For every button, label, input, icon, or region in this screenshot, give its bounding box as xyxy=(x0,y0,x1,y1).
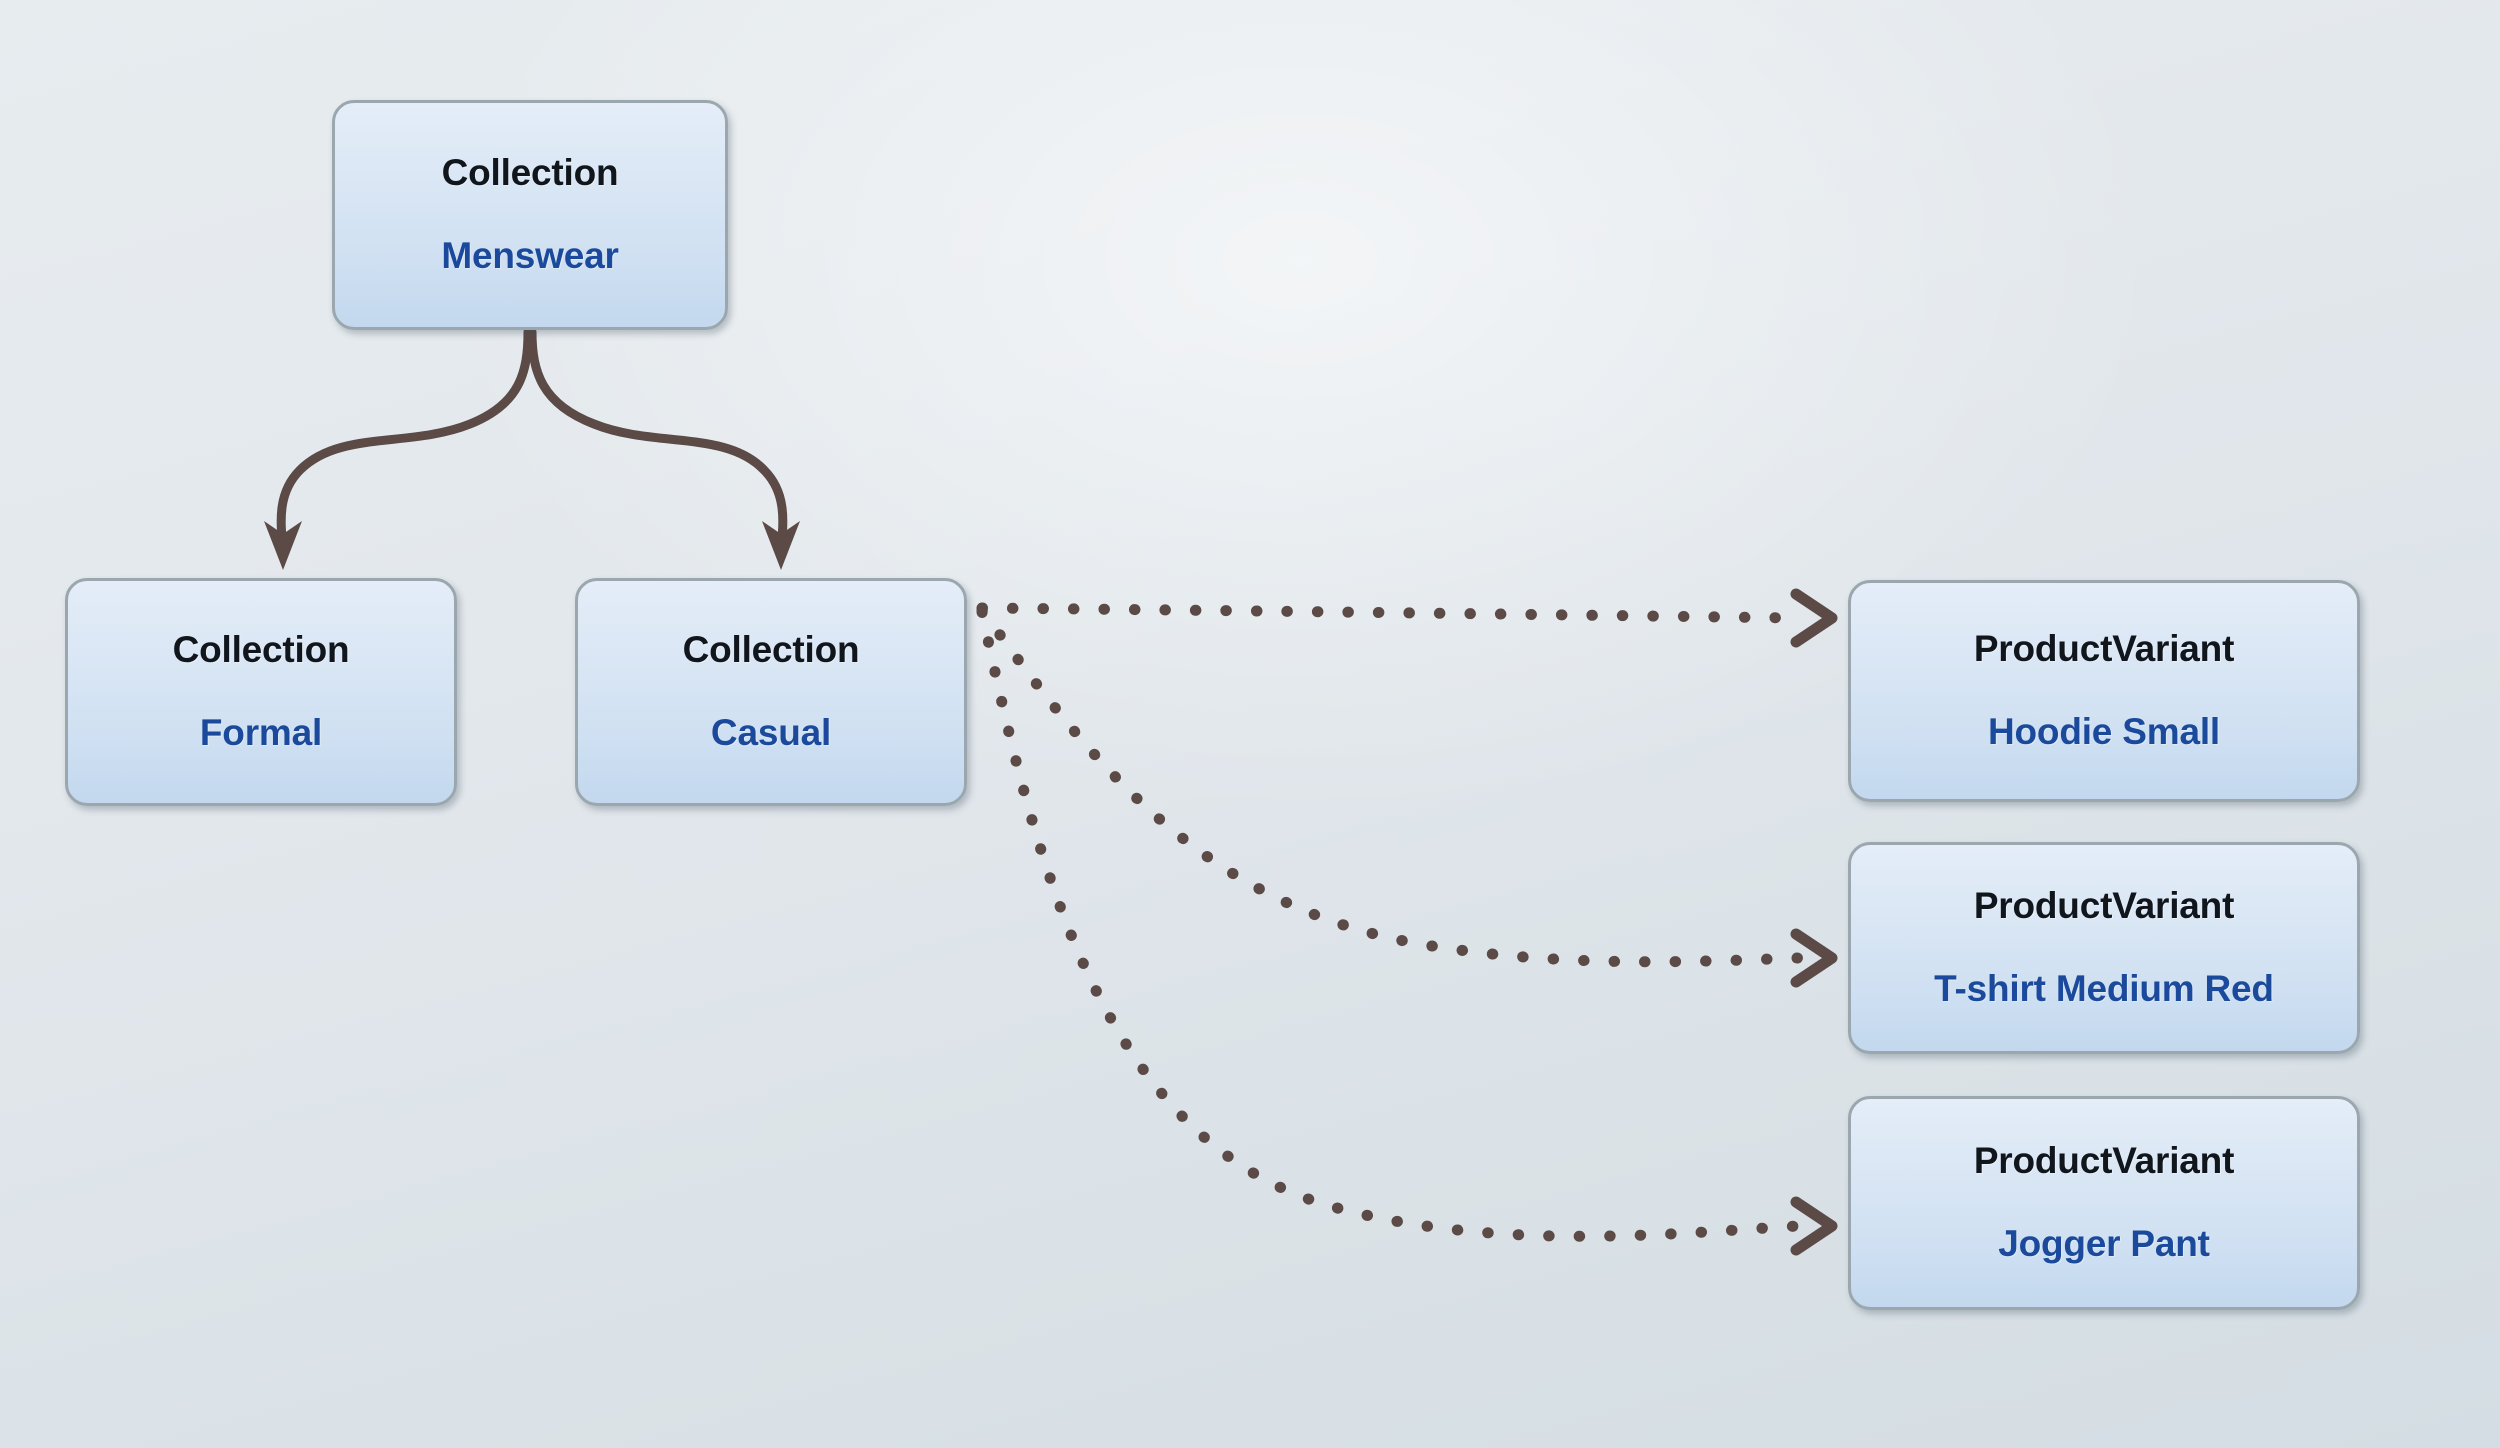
edge-casual-to-tshirt xyxy=(976,604,1838,988)
node-value-label: Menswear xyxy=(441,235,619,276)
node-type-label: Collection xyxy=(441,152,619,194)
node-productvariant-hoodie-small[interactable]: ProductVariant Hoodie Small xyxy=(1848,580,2360,802)
node-value-label: T-shirt Medium Red xyxy=(1934,968,2274,1009)
arrowhead-chevron xyxy=(1790,928,1838,988)
arrowhead-filled xyxy=(762,521,800,570)
arrowhead-filled xyxy=(264,521,302,570)
node-collection-menswear[interactable]: Collection Menswear xyxy=(332,100,728,330)
arrowhead-chevron xyxy=(1790,1196,1838,1256)
node-productvariant-jogger-pant[interactable]: ProductVariant Jogger Pant xyxy=(1848,1096,2360,1310)
edge-menswear-to-formal xyxy=(264,327,533,570)
node-collection-casual[interactable]: Collection Casual xyxy=(575,578,967,806)
node-value-label: Jogger Pant xyxy=(1998,1223,2210,1264)
node-type-label: ProductVariant xyxy=(1973,1140,2235,1182)
node-collection-formal[interactable]: Collection Formal xyxy=(65,578,457,806)
node-value-label: Casual xyxy=(710,712,832,753)
node-productvariant-tshirt-medium-red[interactable]: ProductVariant T-shirt Medium Red xyxy=(1848,842,2360,1054)
node-type-label: Collection xyxy=(172,629,350,671)
node-value-label: Hoodie Small xyxy=(1988,711,2220,752)
arrowhead-chevron xyxy=(1790,588,1838,648)
node-type-label: ProductVariant xyxy=(1973,885,2235,927)
node-type-label: ProductVariant xyxy=(1973,628,2235,670)
edge-casual-to-jogger xyxy=(976,606,1838,1256)
edge-casual-to-hoodie xyxy=(976,588,1838,648)
node-value-label: Formal xyxy=(199,712,323,753)
node-type-label: Collection xyxy=(682,629,860,671)
edge-menswear-to-casual xyxy=(527,327,800,570)
